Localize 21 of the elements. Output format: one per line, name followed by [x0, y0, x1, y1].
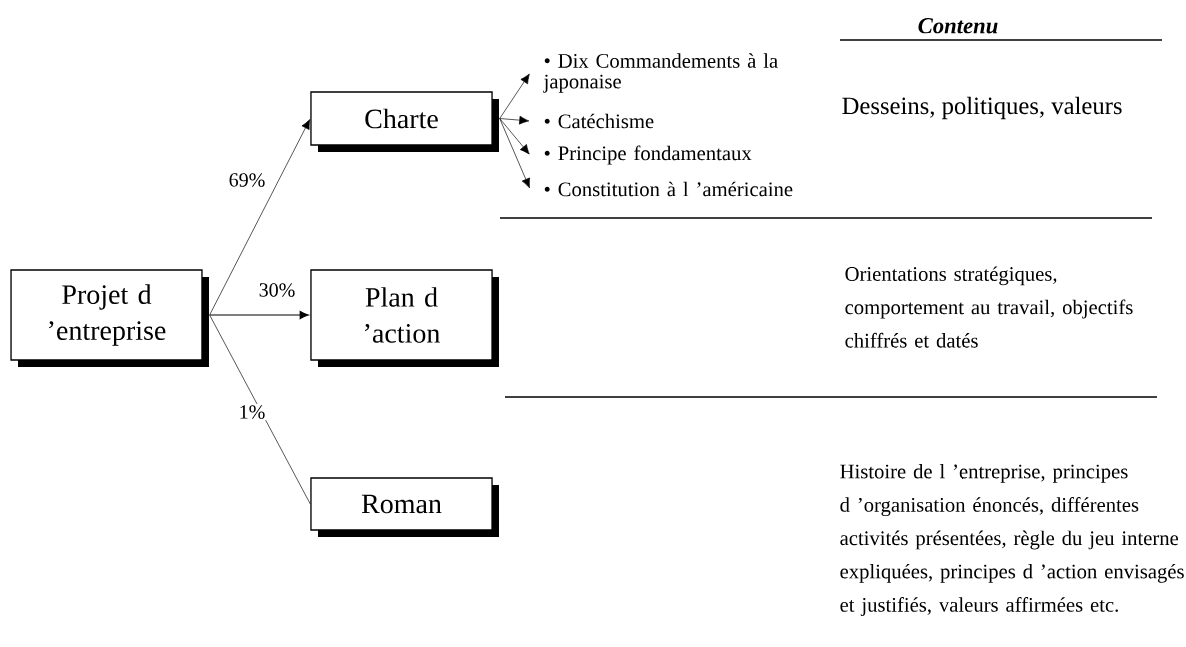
- list-item: • Catéchisme: [544, 113, 654, 129]
- arrow: [499, 118, 530, 155]
- arrow: [209, 119, 311, 316]
- list-item: • Constitution à l ’américaine: [544, 181, 793, 197]
- process-box: Charte: [310, 91, 499, 152]
- description-text: Orientations stratégiques, comportement au travail, objectifs chiffrés et datés: [845, 266, 1133, 348]
- edge-label: 30%: [257, 281, 297, 299]
- process-box: Roman: [310, 477, 499, 537]
- arrow: [209, 310, 309, 320]
- list-item: • Principe fondamentaux: [544, 145, 752, 165]
- arrow: [499, 73, 530, 119]
- arrow: [499, 115, 530, 125]
- list-item: • Dix Commandements à la japonaise: [543, 53, 778, 93]
- column-heading: Contenu: [918, 18, 998, 34]
- process-box: Plan d ’action: [310, 269, 499, 367]
- process-box: Projet d ’entreprise: [10, 269, 209, 367]
- arrow: [499, 118, 530, 189]
- description-text: Histoire de l ’entreprise, principes d ’organisation énoncés, différentes activités présentées, règle du jeu interne expliquées, principes d ’action envisagés et justifiés, valeurs affirmées etc.: [840, 463, 1184, 617]
- description-text: Desseins, politiques, valeurs: [842, 96, 1122, 120]
- edge-label: 1%: [237, 403, 267, 421]
- edge-label: 69%: [227, 171, 267, 189]
